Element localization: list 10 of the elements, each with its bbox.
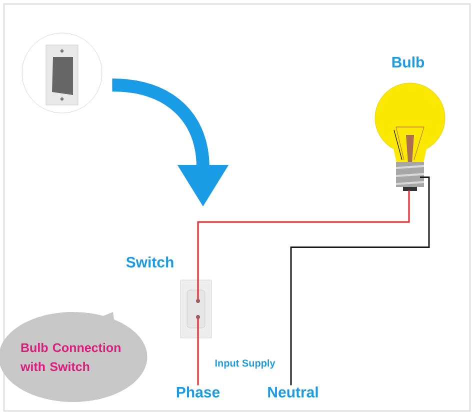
wire: [290, 176, 430, 386]
switch-label: Switch: [126, 256, 174, 268]
speech-bubble: Bulb Connection with Switch: [0, 312, 148, 402]
neutral-label: Neutral: [268, 386, 318, 398]
bulb-label: Bulb: [392, 56, 424, 68]
note-label: Input Supply: [215, 359, 276, 369]
wire: [197, 317, 199, 386]
switch-drawing: [22, 32, 102, 114]
wire: [197, 190, 410, 301]
phase-label: Phase: [176, 386, 220, 398]
